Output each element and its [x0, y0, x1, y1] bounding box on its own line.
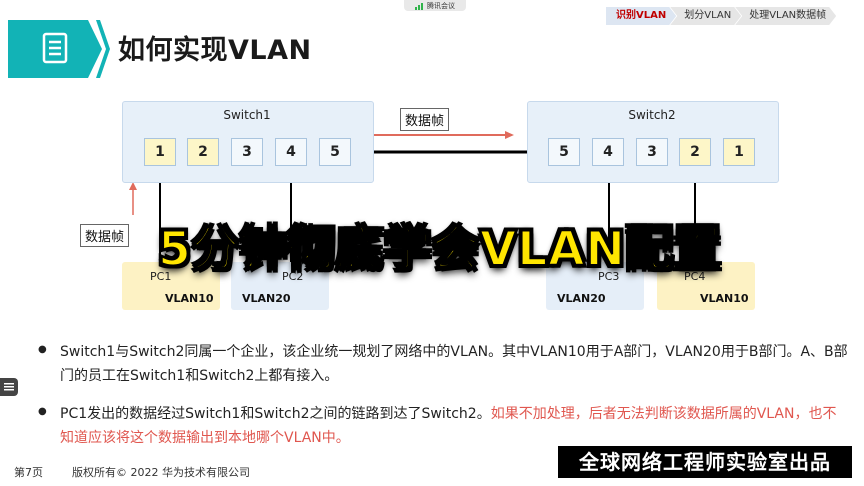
switch1-port-5: 5: [319, 138, 351, 166]
pc2-vlan-label: VLAN20: [242, 292, 291, 305]
switch1-port-1: 1: [144, 138, 176, 166]
video-title-banner: 5分钟彻底学会VLAN配置: [157, 221, 722, 278]
pc4-box: [657, 262, 755, 310]
upload-arrow-head: [129, 182, 137, 190]
pc4-vlan-label: VLAN10: [700, 292, 749, 305]
bullet-marker-1: ●: [38, 344, 47, 355]
pc3-box: [546, 262, 644, 310]
frame-label-left: 数据帧: [80, 224, 130, 247]
switch2-port-4: 4: [592, 138, 624, 166]
pc2-box: [231, 262, 329, 310]
bullet-text-2: PC1发出的数据经过Switch1和Switch2之间的链路到达了Switch2…: [60, 402, 850, 450]
page-number: 第7页: [14, 466, 43, 479]
slide-icon: [8, 20, 102, 78]
bullet-text-1: Switch1与Switch2同属一个企业，该企业统一规划了网络中的VLAN。其…: [60, 344, 848, 384]
frame-label-top: 数据帧: [400, 108, 450, 131]
page-title: 如何实现VLAN: [118, 35, 312, 66]
breadcrumb-item-divide-vlan[interactable]: 划分VLAN: [670, 7, 741, 25]
icon-chevron-decoration: [96, 20, 110, 78]
switch2-port-5: 5: [548, 138, 580, 166]
side-menu-handle[interactable]: [0, 378, 18, 396]
meeting-status-pill[interactable]: 腾讯会议: [404, 0, 466, 11]
breadcrumb-item-identify-vlan[interactable]: 识别VLAN: [606, 7, 676, 25]
switch2-port-3: 3: [636, 138, 668, 166]
pc1-vlan-label: VLAN10: [165, 292, 214, 305]
signal-icon: [415, 2, 424, 10]
pc1-box: [122, 262, 220, 310]
pc2-label: PC2: [282, 270, 304, 283]
bullet-marker-2: ●: [38, 406, 47, 417]
switch1-port-2: 2: [187, 138, 219, 166]
switch1-port-3: 3: [231, 138, 263, 166]
pc1-label: PC1: [150, 270, 172, 283]
switch2-label: Switch2: [628, 108, 676, 122]
bullet-2-highlight: 如果不加处理，后者无法判断该数据所属的VLAN，也不知道应该将这个数据输出到本地…: [60, 406, 837, 446]
frame-arrow-head: [505, 131, 514, 139]
switch1-label: Switch1: [223, 108, 271, 122]
breadcrumb-item-handle-frames[interactable]: 处理VLAN数据帧: [735, 7, 836, 25]
producer-credit: 全球网络工程师实验室出品: [558, 446, 852, 478]
pc3-label: PC3: [598, 270, 620, 283]
bullet-2-normal: PC1发出的数据经过Switch1和Switch2之间的链路到达了Switch2…: [60, 406, 491, 422]
menu-icon: [4, 383, 14, 391]
pc4-label: PC4: [684, 270, 706, 283]
breadcrumb: 识别VLAN 划分VLAN 处理VLAN数据帧: [606, 7, 830, 25]
switch1-port-4: 4: [275, 138, 307, 166]
switch2-port-1: 1: [723, 138, 755, 166]
copyright-text: 版权所有© 2022 华为技术有限公司: [72, 466, 250, 479]
meeting-label: 腾讯会议: [427, 1, 455, 10]
pc3-vlan-label: VLAN20: [557, 292, 606, 305]
switch2-port-2: 2: [679, 138, 711, 166]
